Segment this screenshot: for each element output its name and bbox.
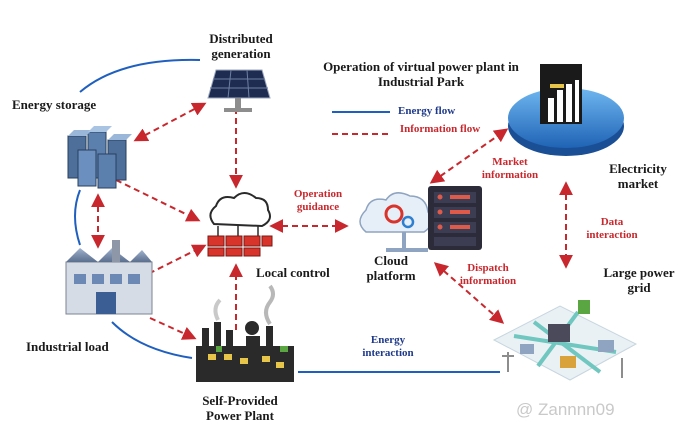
- energy-interaction-label: Energy interaction: [362, 334, 414, 359]
- cloud-platform-icon: [359, 186, 482, 252]
- industrial-load-label: Industrial load: [26, 339, 109, 354]
- factory-icon: [65, 240, 153, 315]
- energy-arc-load-plant: [111, 321, 193, 359]
- cloud-platform-label: Cloud platform: [366, 253, 416, 283]
- energy-storage-label: Energy storage: [12, 97, 97, 112]
- self-provided-power-plant-label: Self-Provided Power Plant: [202, 393, 278, 423]
- data-interaction-label: Data interaction: [586, 216, 638, 241]
- info-cloud-grid: [433, 262, 505, 324]
- large-power-grid-label: Large power grid: [603, 265, 675, 295]
- information-flow-lines: [91, 102, 573, 340]
- power-plant-icon: [196, 284, 294, 382]
- operation-guidance-label: Operation guidance: [293, 188, 343, 213]
- diagram-title: Operation of virtual power plant in Indu…: [323, 59, 519, 89]
- legend-energy-flow-label: Energy flow: [398, 105, 456, 117]
- market-information-label: Market information: [481, 156, 539, 181]
- energy-flow-lines: [74, 58, 500, 373]
- electricity-market-label: Electricity market: [609, 161, 667, 191]
- info-cloud-market: [429, 128, 509, 184]
- power-grid-icon: [492, 300, 638, 381]
- legend-information-flow-label: Information flow: [399, 123, 481, 135]
- info-load-plant: [149, 317, 197, 340]
- solar-panel-icon: [207, 69, 271, 112]
- local-control-label: Local control: [256, 265, 330, 280]
- dispatch-information-label: Dispatch information: [459, 262, 517, 287]
- local-control-icon: [207, 192, 273, 257]
- battery-cluster-icon: [67, 126, 132, 189]
- watermark: @ Zannnn09: [516, 400, 615, 419]
- info-storage-local: [115, 179, 201, 222]
- energy-arc-storage-generation: [79, 58, 201, 93]
- electricity-market-icon: [508, 64, 624, 156]
- info-storage-generation: [133, 102, 207, 142]
- energy-arc-storage-load: [74, 189, 81, 246]
- distributed-generation-label: Distributed generation: [209, 31, 273, 61]
